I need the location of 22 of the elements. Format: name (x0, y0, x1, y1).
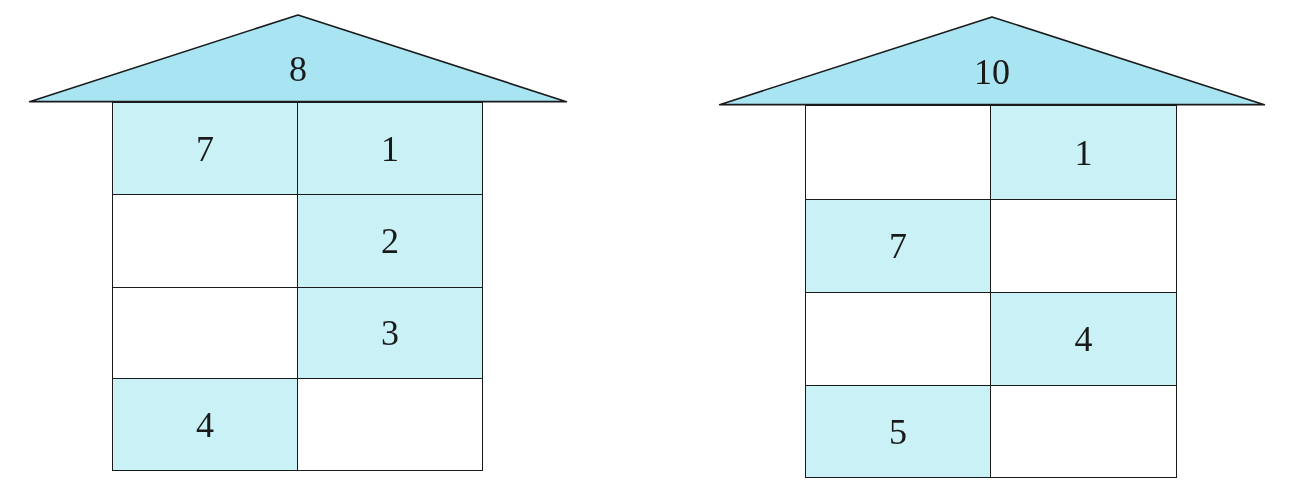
shaded-cell (112, 378, 298, 471)
number-label: 7 (889, 228, 907, 264)
roof-triangle (718, 16, 1266, 106)
shaded-cell (805, 385, 991, 478)
number-label: 4 (1074, 321, 1093, 357)
shaded-cell (297, 194, 483, 288)
number-label: 5 (889, 413, 907, 450)
number-label: 2 (381, 223, 399, 259)
number-label: 1 (1074, 134, 1093, 171)
shaded-cell (112, 102, 298, 195)
shaded-cell (990, 105, 1177, 200)
shaded-cell (297, 102, 483, 195)
number-label: 3 (381, 315, 399, 351)
shaded-cell (805, 199, 991, 293)
shaded-cell (297, 287, 483, 379)
number-label: 7 (196, 130, 214, 167)
number-label: 4 (196, 406, 214, 443)
shaded-cell (990, 292, 1177, 386)
number-label: 8 (289, 51, 307, 87)
number-label: 10 (974, 54, 1010, 90)
roof-triangle (28, 14, 568, 103)
number-label: 1 (381, 130, 399, 167)
